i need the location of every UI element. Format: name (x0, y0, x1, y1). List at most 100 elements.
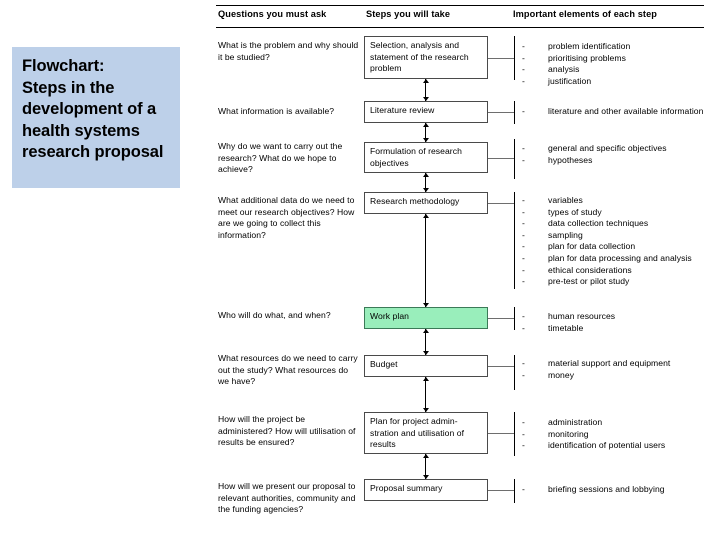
element-label: money (548, 369, 575, 380)
connector-line (488, 318, 514, 319)
element-item: - literature and other available informat… (522, 106, 720, 118)
element-item: - hypotheses (522, 155, 720, 167)
bullet-dash: - (522, 252, 525, 263)
bullet-dash: - (522, 64, 525, 75)
element-item: -material support and equipment (522, 358, 720, 370)
bracket-bar (514, 412, 515, 456)
flow-arrow (422, 329, 429, 355)
element-item: -general and specific objectives (522, 143, 720, 155)
step-box[interactable]: Proposal summary (364, 479, 488, 501)
question-cell: How will we present our proposal to rele… (218, 481, 356, 515)
bullet-dash: - (522, 440, 525, 451)
question-cell: What information is available? (218, 106, 335, 116)
bullet-dash: - (522, 311, 525, 321)
flowchart-table: Questions you must ask Steps you will ta… (216, 0, 720, 540)
page-title: Flowchart: Steps in the development of a… (22, 57, 164, 161)
element-item: - money (522, 370, 720, 382)
element-item: - sampling (522, 230, 720, 242)
element-item: - pre-test or pilot study (522, 276, 720, 288)
step-box[interactable]: Selection, analysis and statement of the… (364, 36, 488, 79)
step-box[interactable]: Work plan (364, 307, 488, 329)
element-label: sampling (548, 229, 583, 240)
step-box[interactable]: Plan for project admin- stration and uti… (364, 412, 488, 454)
element-item: -ethical considerations (522, 265, 720, 277)
connector-line (488, 112, 514, 113)
bullet-dash: - (522, 229, 525, 240)
bullet-dash: - (522, 369, 525, 380)
element-label: literature and other available informati… (548, 106, 704, 116)
question-cell: Who will do what, and when? (218, 310, 331, 320)
header-rule-top (216, 5, 704, 6)
bullet-dash: - (522, 52, 525, 63)
bullet-dash: - (522, 322, 525, 333)
bullet-dash: - (522, 241, 525, 252)
question-cell: What additional data do we need to meet … (218, 195, 355, 240)
element-item: -types of study (522, 207, 720, 219)
flow-arrow (422, 79, 429, 101)
bullet-dash: - (522, 195, 525, 205)
elements-cell: -general and specific objectives- hypothe… (522, 143, 720, 166)
step-box[interactable]: Literature review (364, 101, 488, 123)
element-label: problem identification (548, 41, 631, 51)
element-item: -identification of potential users (522, 440, 720, 452)
bullet-dash: - (522, 206, 525, 217)
bracket-bar (514, 36, 515, 80)
flowchart-title-box: Flowchart: Steps in the development of a… (12, 47, 180, 188)
connector-line (488, 158, 514, 159)
question-cell: What resources do we need to carry out t… (218, 353, 358, 387)
column-header-steps: Steps you will take (366, 9, 451, 19)
element-label: hypotheses (548, 154, 593, 165)
element-label: timetable (548, 322, 584, 333)
bracket-bar (514, 192, 515, 289)
step-box[interactable]: Budget (364, 355, 488, 377)
connector-line (488, 366, 514, 367)
step-box[interactable]: Research methodology (364, 192, 488, 214)
elements-cell: -material support and equipment- money (522, 358, 720, 381)
element-label: administration (548, 417, 603, 427)
bullet-dash: - (522, 154, 525, 165)
bracket-bar (514, 307, 515, 330)
element-item: -data collection techniques (522, 218, 720, 230)
element-item: - analysis (522, 64, 720, 76)
elements-cell: - human resources - timetable (522, 311, 720, 334)
element-label: human resources (548, 311, 616, 321)
bullet-dash: - (522, 428, 525, 439)
bullet-dash: - (522, 276, 525, 287)
element-label: ethical considerations (548, 264, 632, 275)
bracket-bar (514, 101, 515, 124)
element-item: -administration (522, 417, 720, 429)
flow-arrow (422, 123, 429, 142)
bracket-bar (514, 355, 515, 390)
bullet-dash: - (522, 218, 525, 229)
element-label: variables (548, 195, 583, 205)
element-label: monitoring (548, 428, 589, 439)
step-box[interactable]: Formulation of research objectives (364, 142, 488, 173)
elements-cell: -administration-monitoring-identificatio… (522, 417, 720, 452)
elements-cell: - problem identification - prioritising pro… (522, 41, 720, 87)
element-item: - briefing sessions and lobbying (522, 484, 720, 496)
element-item: - variables (522, 195, 720, 207)
bracket-bar (514, 139, 515, 179)
element-item: - human resources (522, 311, 720, 323)
header-rule-bottom (216, 27, 704, 28)
bullet-dash: - (522, 106, 525, 116)
column-header-elements: Important elements of each step (513, 9, 658, 19)
element-label: general and specific objectives (548, 143, 667, 153)
flow-arrow (422, 377, 429, 412)
element-item: - problem identification (522, 41, 720, 53)
element-label: justification (548, 75, 592, 86)
element-label: prioritising problems (548, 52, 626, 63)
connector-line (488, 58, 514, 59)
element-label: pre-test or pilot study (548, 276, 630, 287)
question-cell: How will the project be administered? Ho… (218, 414, 356, 448)
element-item: -plan for data collection (522, 241, 720, 253)
element-item: -justification (522, 76, 720, 88)
element-label: analysis (548, 64, 580, 75)
connector-line (488, 203, 514, 204)
element-label: material support and equipment (548, 358, 671, 368)
bullet-dash: - (522, 484, 525, 494)
connector-line (488, 433, 514, 434)
bullet-dash: - (522, 41, 525, 51)
flow-arrow (422, 454, 429, 479)
element-label: briefing sessions and lobbying (548, 484, 665, 494)
